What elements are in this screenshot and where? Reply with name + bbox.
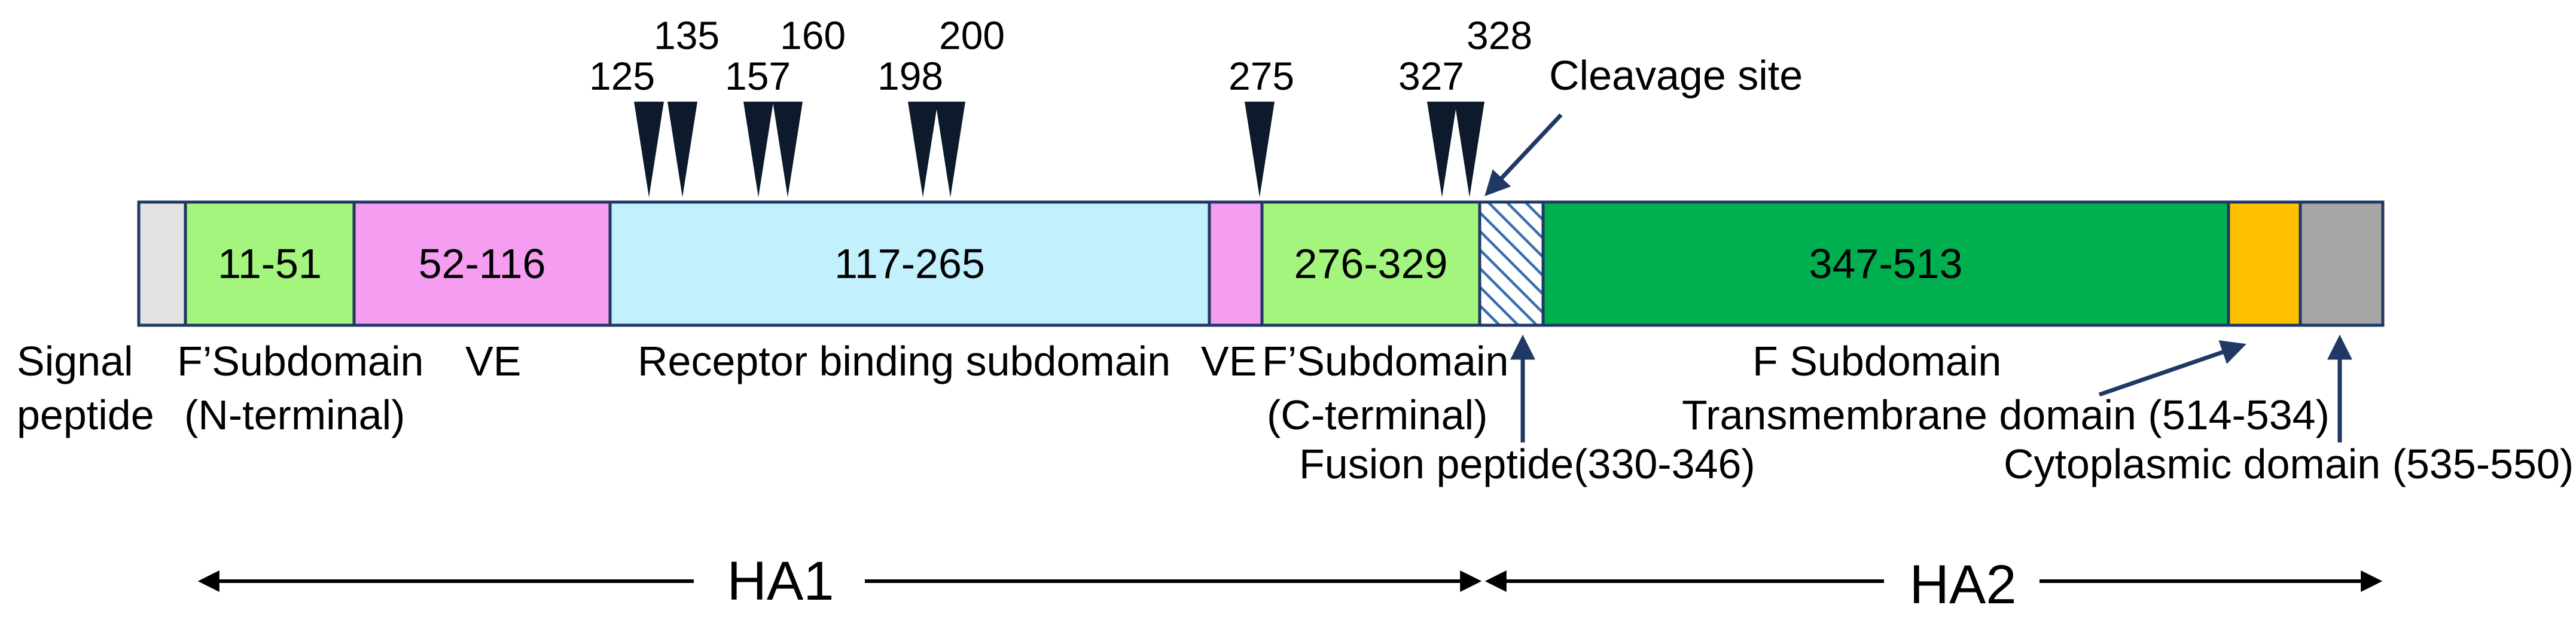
ve-label-2: VE xyxy=(1201,338,1257,384)
segment-f-subdomain-c xyxy=(1260,200,1481,327)
signal-peptide-label-2: peptide xyxy=(17,392,154,438)
segment-label-fsub: 347-513 xyxy=(1809,240,1963,287)
site-marker-160 xyxy=(773,102,803,197)
signal-peptide-label-1: Signal xyxy=(17,338,133,384)
segment-f-subdomain-n xyxy=(184,200,356,327)
site-label-125: 125 xyxy=(589,54,655,98)
f-subdomain-label: F Subdomain xyxy=(1752,338,2001,384)
segment-fusion-peptide xyxy=(1478,200,1545,327)
site-label-160: 160 xyxy=(780,13,846,57)
site-marker-327 xyxy=(1427,102,1457,197)
segment-receptor-binding xyxy=(608,200,1211,327)
site-marker-198 xyxy=(908,102,938,197)
site-markers xyxy=(634,102,1484,197)
site-label-200: 200 xyxy=(939,13,1005,57)
segment-label-ve1: 52-116 xyxy=(419,240,546,287)
ha2-label: HA2 xyxy=(1910,554,2017,615)
segment-label-rbs: 117-265 xyxy=(834,240,985,287)
ha1-label: HA1 xyxy=(727,551,834,612)
f-subdomain-c-label-2: (C-terminal) xyxy=(1267,392,1487,438)
segment-label-f2: 276-329 xyxy=(1294,240,1448,287)
fusion-peptide-label: Fusion peptide(330-346) xyxy=(1299,441,1755,487)
cytoplasmic-label: Cytoplasmic domain (535-550) xyxy=(2004,441,2574,487)
f-subdomain-n-label-2: (N-terminal) xyxy=(184,392,405,438)
cleavage-site-label: Cleavage site xyxy=(1549,52,1803,99)
segment-label-f1: 11-51 xyxy=(218,240,322,287)
cleavage-site-arrow xyxy=(1484,113,1563,197)
site-label-275: 275 xyxy=(1228,54,1294,98)
segment-f-subdomain xyxy=(1541,200,2230,327)
site-label-328: 328 xyxy=(1467,13,1532,57)
site-marker-125 xyxy=(634,102,664,197)
receptor-binding-label: Receptor binding subdomain xyxy=(638,338,1170,384)
segment-signal-peptide xyxy=(137,200,187,327)
segment-transmembrane xyxy=(2227,200,2302,327)
site-marker-135 xyxy=(667,102,697,197)
ve-label-1: VE xyxy=(465,338,521,384)
site-label-157: 157 xyxy=(725,54,791,98)
f-subdomain-c-label-1: F’Subdomain xyxy=(1262,338,1508,384)
site-label-198: 198 xyxy=(877,54,943,98)
site-label-327: 327 xyxy=(1398,54,1464,98)
domain-bar xyxy=(137,200,2385,327)
site-marker-275 xyxy=(1245,102,1275,197)
site-marker-328 xyxy=(1455,102,1484,197)
segment-ve-2 xyxy=(1208,200,1264,327)
site-label-135: 135 xyxy=(654,13,720,57)
site-marker-200 xyxy=(935,102,965,197)
site-marker-157 xyxy=(743,102,773,197)
segment-cytoplasmic xyxy=(2298,200,2385,327)
transmembrane-label: Transmembrane domain (514-534) xyxy=(1682,392,2330,438)
segment-ve-1 xyxy=(352,200,612,327)
f-subdomain-n-label-1: F’Subdomain xyxy=(177,338,423,384)
transmembrane-arrow xyxy=(2098,340,2246,397)
